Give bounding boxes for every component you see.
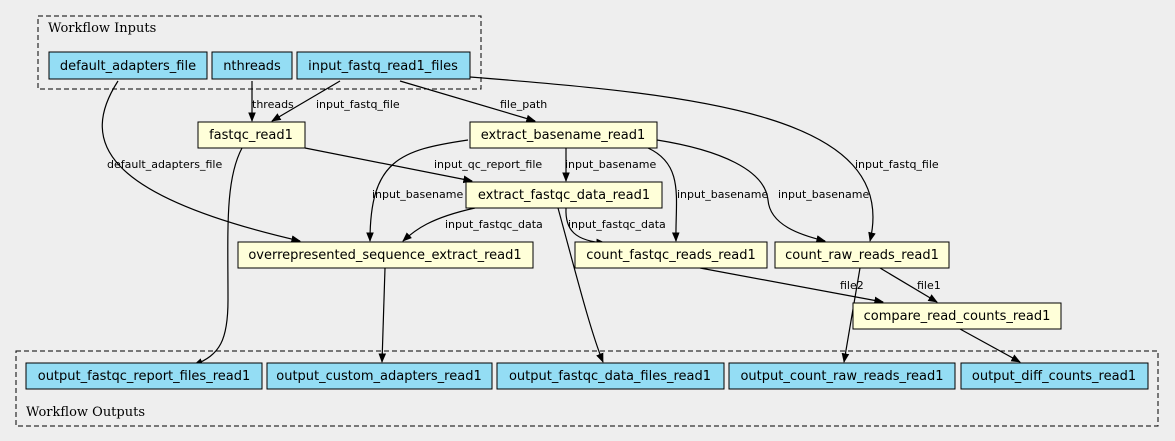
workflow-inputs-cluster bbox=[37, 15, 482, 90]
edge-adapters-overrep bbox=[101, 80, 301, 243]
node-extract-fastqc-data-read1[interactable]: extract_fastqc_data_read1 bbox=[465, 181, 663, 209]
node-output-fastqc-report-files-read1[interactable]: output_fastqc_report_files_read1 bbox=[25, 362, 263, 390]
svg-text:overrepresented_sequence_extra: overrepresented_sequence_extract_read1 bbox=[248, 248, 521, 263]
svg-text:output_custom_adapters_read1: output_custom_adapters_read1 bbox=[276, 369, 481, 384]
svg-text:extract_basename_read1: extract_basename_read1 bbox=[481, 128, 646, 143]
edge-label-input-basename-3: input_basename bbox=[677, 188, 768, 201]
workflow-outputs-label: Workflow Outputs bbox=[26, 405, 145, 420]
edge-label-input-basename-2: input_basename bbox=[372, 188, 463, 201]
svg-text:output_fastqc_report_files_rea: output_fastqc_report_files_read1 bbox=[38, 369, 251, 384]
edge-label-input-basename-1: input_basename bbox=[565, 158, 656, 171]
edge-labels: threads input_fastq_file file_path input… bbox=[107, 98, 941, 292]
edge-input-count-raw bbox=[469, 76, 876, 242]
edge-label-input-fastqc-data-2: input_fastqc_data bbox=[568, 218, 666, 231]
svg-text:output_fastqc_data_files_read1: output_fastqc_data_files_read1 bbox=[509, 369, 711, 384]
svg-text:extract_fastqc_data_read1: extract_fastqc_data_read1 bbox=[478, 188, 650, 203]
node-input-fastq-read1-files[interactable]: input_fastq_read1_files bbox=[296, 51, 471, 80]
edge-basename-count-raw bbox=[656, 139, 826, 243]
edge-input-fastqc bbox=[271, 80, 341, 122]
node-fastqc-read1[interactable]: fastqc_read1 bbox=[197, 121, 306, 149]
edge-count-fastqc-compare bbox=[699, 267, 884, 305]
edge-compare-output-diff bbox=[959, 328, 1021, 363]
edges bbox=[101, 76, 1021, 366]
svg-text:input_fastq_read1_files: input_fastq_read1_files bbox=[308, 59, 458, 74]
edge-label-file2: file2 bbox=[840, 279, 864, 292]
edge-extract-data-overrep bbox=[402, 207, 476, 242]
node-output-custom-adapters-read1[interactable]: output_custom_adapters_read1 bbox=[266, 362, 493, 390]
node-output-fastqc-data-files-read1[interactable]: output_fastqc_data_files_read1 bbox=[496, 362, 725, 390]
edge-label-input-fastq-file-1: input_fastq_file bbox=[316, 98, 400, 111]
edge-label-input-qc-report-file: input_qc_report_file bbox=[434, 158, 542, 171]
workflow-inputs-label: Workflow Inputs bbox=[48, 21, 156, 36]
svg-text:count_raw_reads_read1: count_raw_reads_read1 bbox=[785, 248, 939, 263]
edge-fastqc-extract-data bbox=[304, 147, 473, 184]
edge-label-file-path: file_path bbox=[500, 98, 547, 111]
node-overrepresented-sequence-extract-read1[interactable]: overrepresented_sequence_extract_read1 bbox=[237, 241, 534, 269]
node-count-fastqc-reads-read1[interactable]: count_fastqc_reads_read1 bbox=[574, 241, 768, 269]
svg-text:count_fastqc_reads_read1: count_fastqc_reads_read1 bbox=[586, 248, 756, 263]
edge-label-default-adapters-file: default_adapters_file bbox=[107, 158, 222, 171]
edge-label-threads: threads bbox=[252, 98, 294, 111]
edge-basename-count-fastqc bbox=[647, 147, 680, 242]
edge-label-input-basename-4: input_basename bbox=[778, 188, 869, 201]
svg-text:output_count_raw_reads_read1: output_count_raw_reads_read1 bbox=[740, 369, 943, 384]
edge-input-extract-basename bbox=[399, 80, 536, 123]
edge-basename-overrep bbox=[366, 139, 469, 242]
svg-text:fastqc_read1: fastqc_read1 bbox=[209, 128, 293, 143]
node-extract-basename-read1[interactable]: extract_basename_read1 bbox=[469, 121, 658, 149]
edge-count-raw-compare bbox=[879, 267, 938, 303]
edge-label-input-fastq-file-2: input_fastq_file bbox=[855, 158, 939, 171]
svg-text:output_diff_counts_read1: output_diff_counts_read1 bbox=[972, 369, 1136, 384]
node-default-adapters-file[interactable]: default_adapters_file bbox=[48, 51, 208, 80]
node-output-diff-counts-read1[interactable]: output_diff_counts_read1 bbox=[960, 362, 1149, 390]
edge-label-input-fastqc-data-1: input_fastqc_data bbox=[445, 218, 543, 231]
node-output-count-raw-reads-read1[interactable]: output_count_raw_reads_read1 bbox=[728, 362, 956, 390]
edge-extract-data-output bbox=[557, 207, 604, 363]
node-nthreads[interactable]: nthreads bbox=[211, 51, 293, 80]
edge-fastqc-output-report bbox=[193, 147, 243, 366]
edge-overrep-output-custom bbox=[378, 267, 387, 363]
svg-text:compare_read_counts_read1: compare_read_counts_read1 bbox=[864, 309, 1051, 324]
edge-count-raw-output bbox=[841, 267, 861, 363]
edge-label-file1: file1 bbox=[917, 279, 941, 292]
svg-text:default_adapters_file: default_adapters_file bbox=[60, 59, 196, 74]
node-count-raw-reads-read1[interactable]: count_raw_reads_read1 bbox=[774, 241, 950, 269]
node-compare-read-counts-read1[interactable]: compare_read_counts_read1 bbox=[852, 302, 1062, 330]
svg-text:nthreads: nthreads bbox=[223, 59, 281, 74]
workflow-outputs-cluster bbox=[15, 350, 1159, 427]
